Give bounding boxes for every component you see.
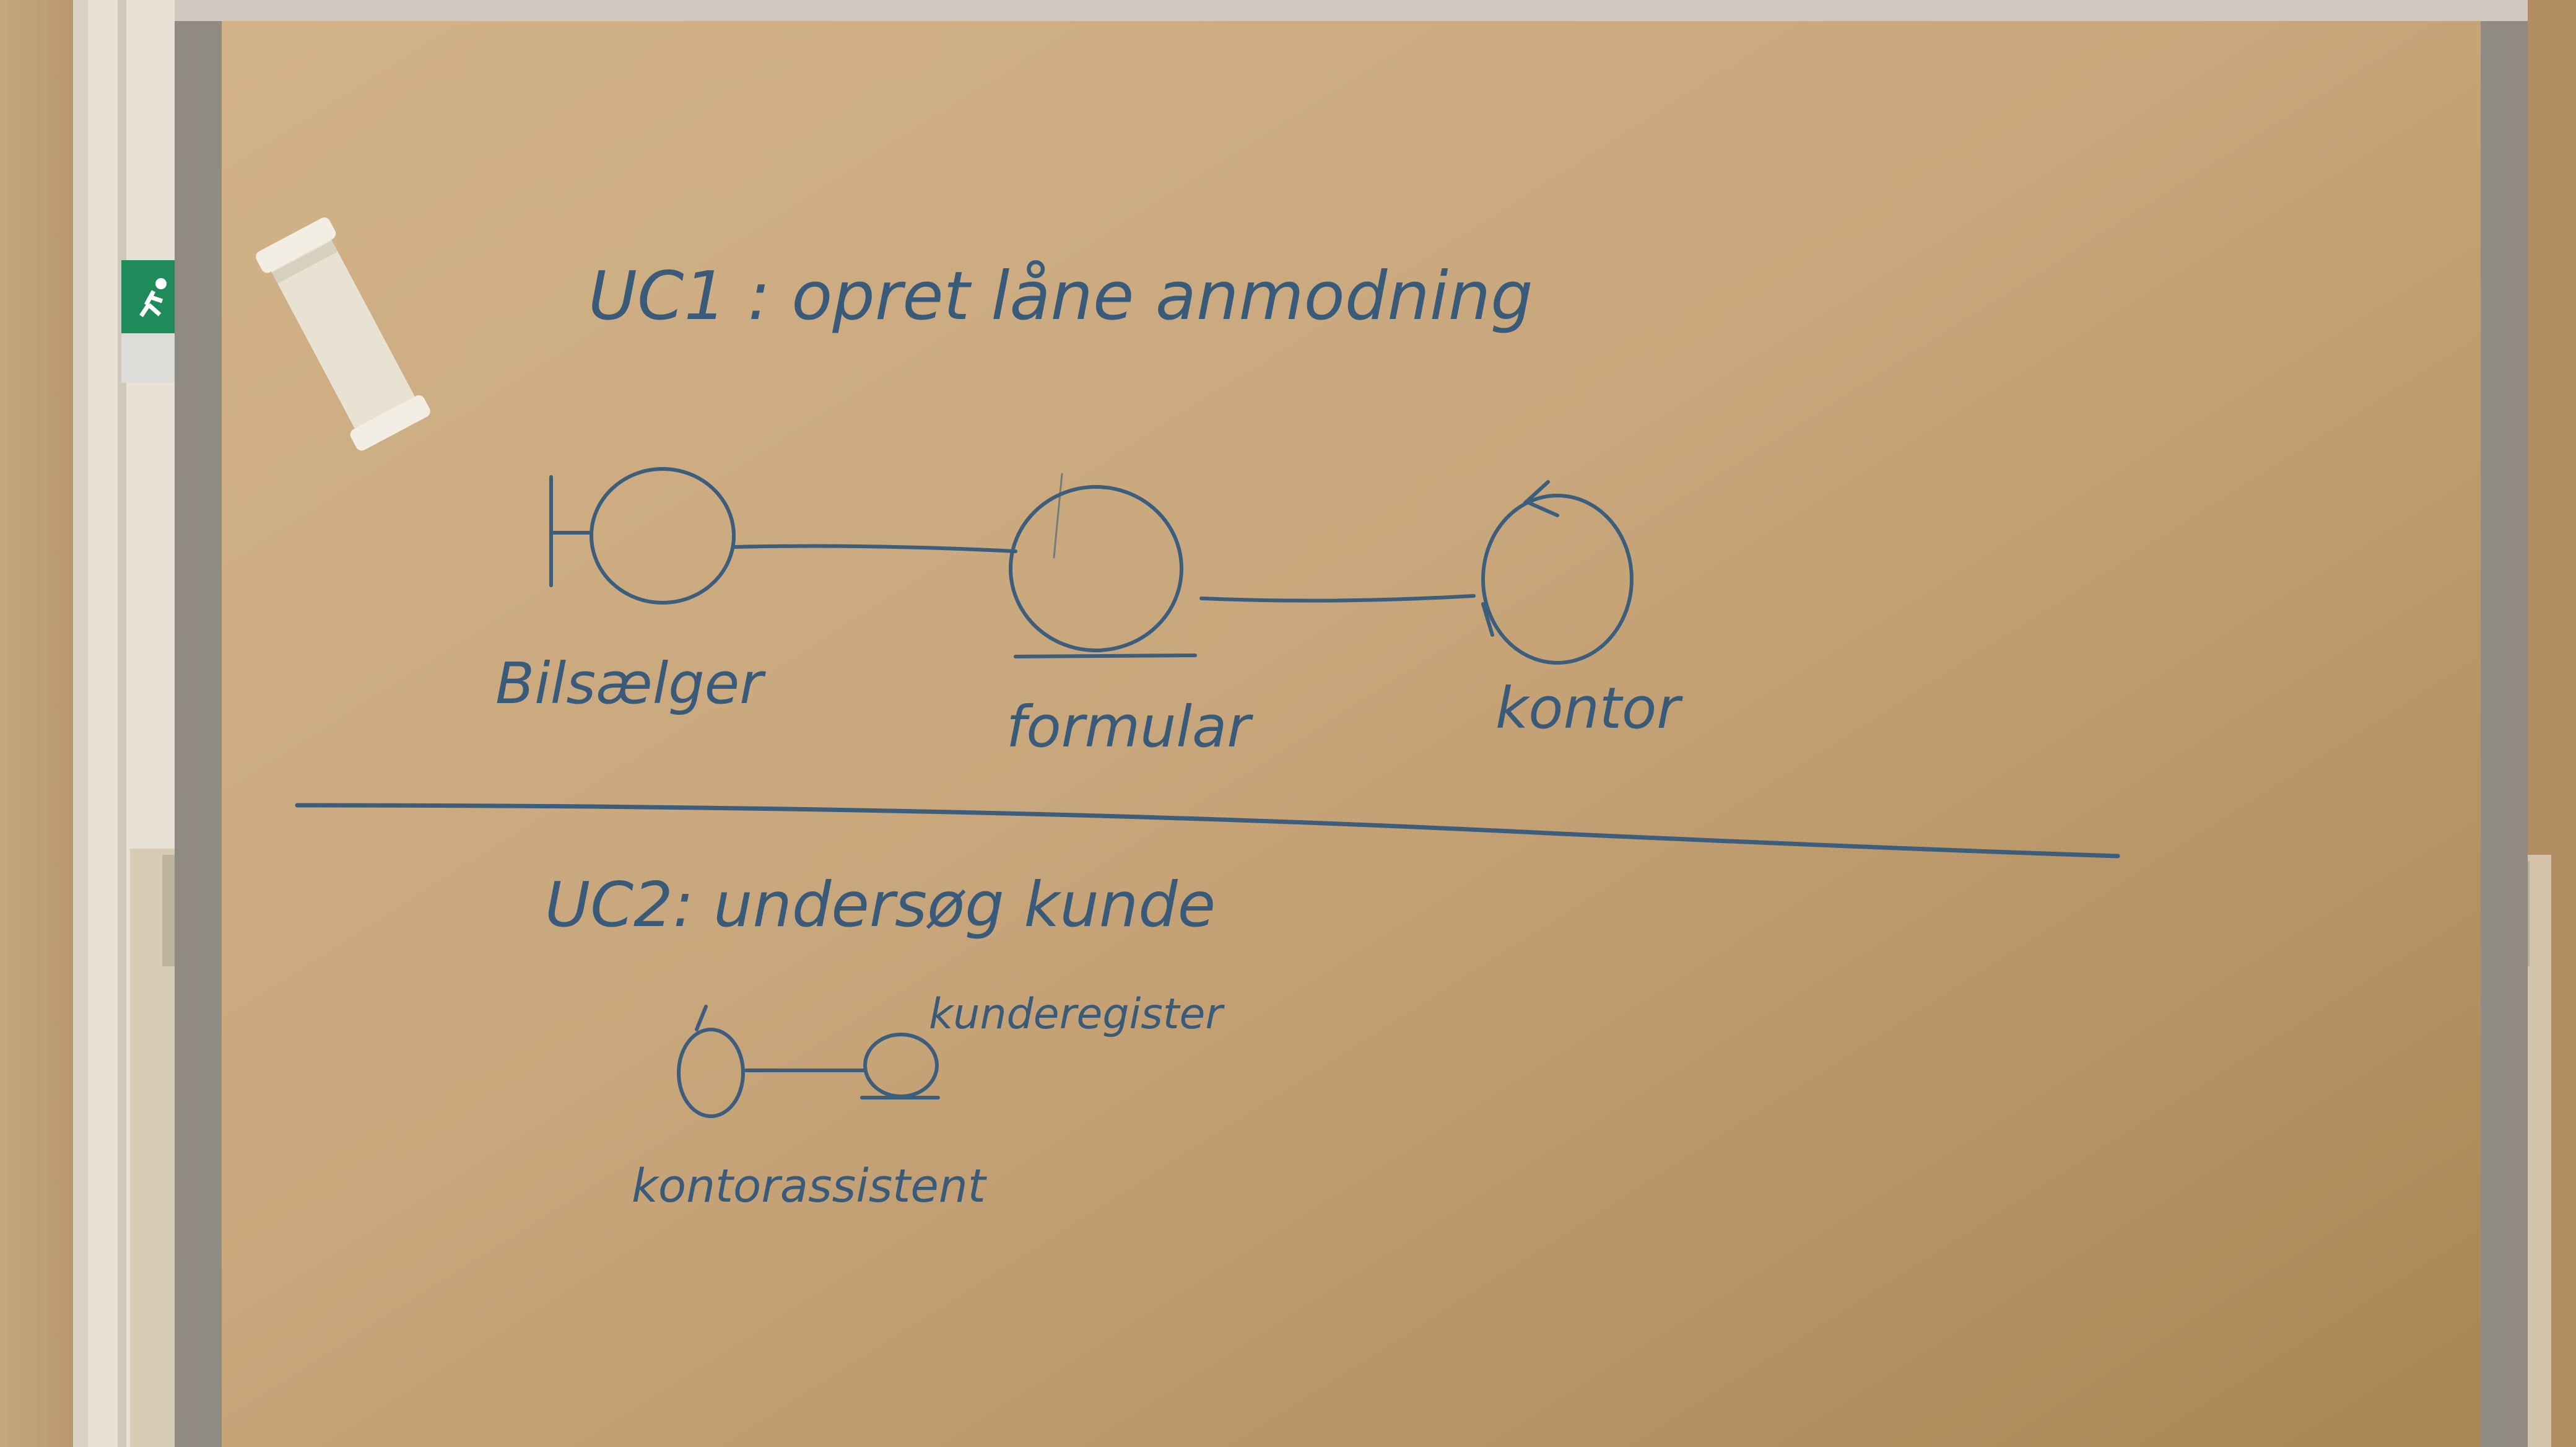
control-symbol-kontorassistent [677, 1005, 745, 1118]
connector-bilsaelger-formular [732, 544, 1017, 553]
actor-label-kunderegister: kunderegister [929, 990, 1225, 1039]
uc2-title: UC2: undersøg kunde [545, 868, 1216, 941]
board-surface [222, 21, 2481, 1447]
actor-label-bilsaelger: Bilsælger [495, 650, 766, 717]
eraser [256, 217, 430, 451]
boundary-symbol-bilsaelger [549, 467, 736, 605]
left-wall [0, 0, 80, 1447]
door-frame [73, 0, 88, 1447]
actor-label-kontor: kontor [1495, 675, 1683, 741]
uc1-title: UC1 : opret låne anmodning [588, 258, 1533, 335]
connector-formular-kontor [1199, 594, 1476, 603]
actor-label-formular: formular [1006, 694, 1253, 760]
actor-label-kontorassistent: kontorassistent [632, 1160, 988, 1213]
entity-symbol-kunderegister [860, 1033, 940, 1099]
divider-line [295, 803, 2120, 859]
board-frame-top [175, 0, 2528, 21]
entity-symbol-formular [1009, 473, 1197, 658]
control-symbol-kontor [1481, 480, 1634, 665]
door-frame-inner [118, 0, 126, 1447]
running-man-exit-icon [121, 260, 178, 383]
